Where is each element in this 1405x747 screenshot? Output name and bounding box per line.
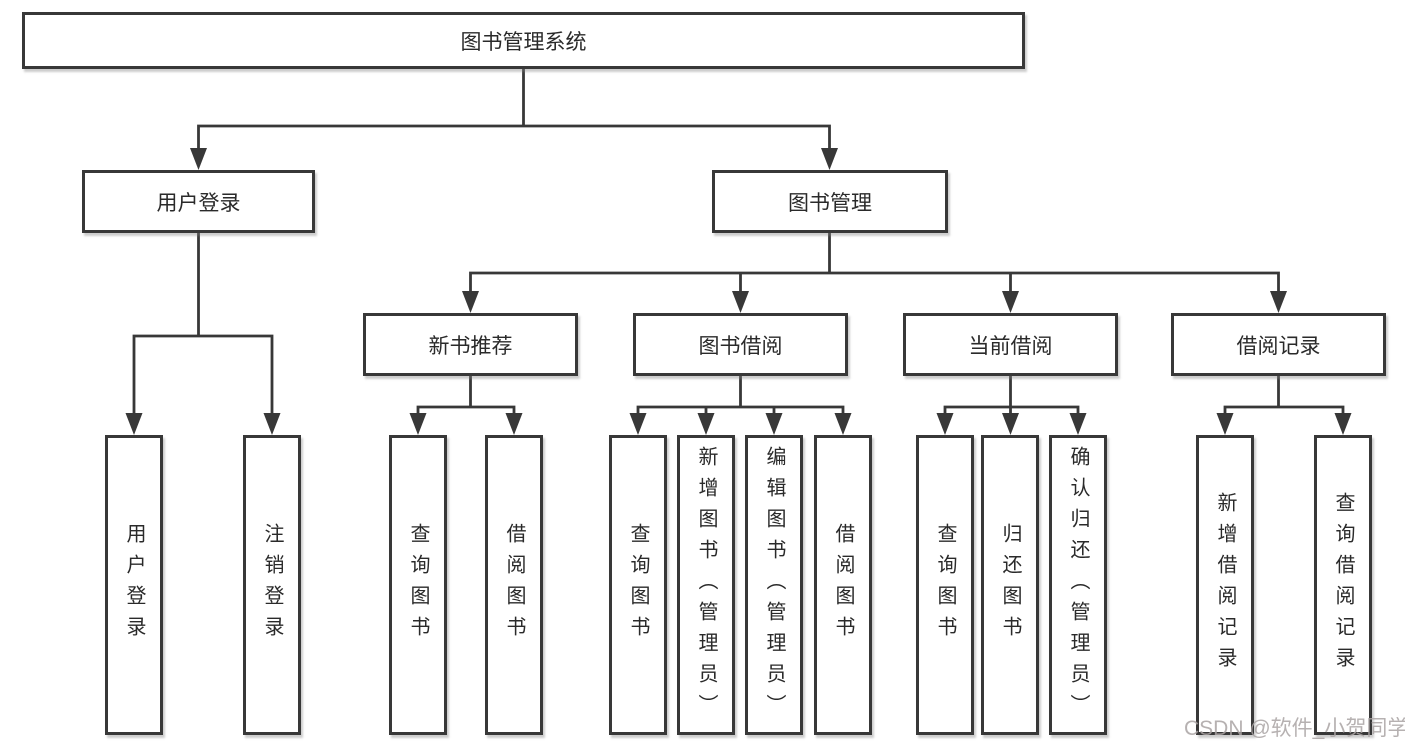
- node-label: 借阅记录: [1236, 334, 1321, 358]
- leaf-add-books-admin: 新增图书（管理员）: [677, 435, 735, 735]
- leaf-confirm-return-admin: 确认归还（管理员）: [1049, 435, 1107, 735]
- node-new-book-recommendation: 新书推荐: [363, 313, 578, 376]
- connectors-book-management: [462, 231, 1287, 313]
- leaf-logout: 注销登录: [243, 435, 301, 735]
- leaf-edit-books-admin: 编辑图书（管理员）: [745, 435, 803, 735]
- leaf-label: 新增借阅记录: [1214, 492, 1236, 678]
- leaf-borrow-books-recommend: 借阅图书: [485, 435, 543, 735]
- connectors-new-book-recommendation: [409, 374, 523, 435]
- leaf-query-borrow-record: 查询借阅记录: [1314, 435, 1372, 735]
- leaf-label: 查询图书: [407, 523, 429, 647]
- leaf-label: 查询图书: [627, 523, 649, 647]
- leaf-borrow-books-borrowing: 借阅图书: [814, 435, 872, 735]
- node-label: 图书管理: [788, 191, 872, 215]
- leaf-add-borrow-record: 新增借阅记录: [1196, 435, 1254, 735]
- connectors-book-borrowing: [629, 374, 852, 435]
- connectors-borrowing-records: [1216, 374, 1352, 435]
- node-library-management-system: 图书管理系统: [22, 12, 1025, 69]
- leaf-label: 编辑图书（管理员）: [763, 445, 785, 725]
- leaf-label: 归还图书: [999, 523, 1021, 647]
- leaf-label: 注销登录: [261, 523, 283, 647]
- node-book-borrowing: 图书借阅: [633, 313, 848, 376]
- node-label: 新书推荐: [428, 334, 513, 358]
- leaf-label: 借阅图书: [503, 523, 525, 647]
- leaf-label: 用户登录: [123, 523, 145, 647]
- leaf-label: 借阅图书: [832, 523, 854, 647]
- connectors-root: [190, 67, 838, 170]
- leaf-label: 查询借阅记录: [1332, 492, 1354, 678]
- node-label: 用户登录: [156, 191, 241, 215]
- leaf-query-books-recommend: 查询图书: [389, 435, 447, 735]
- csdn-watermark: CSDN @软件_小贺同学: [1184, 717, 1405, 740]
- leaf-label: 新增图书（管理员）: [695, 445, 717, 725]
- leaf-user-login: 用户登录: [105, 435, 163, 735]
- connectors-user-login: [125, 231, 281, 435]
- node-label: 图书管理系统: [460, 30, 587, 54]
- node-label: 当前借阅: [968, 334, 1053, 358]
- connectors-current-borrowing: [936, 374, 1087, 435]
- leaf-label: 确认归还（管理员）: [1067, 445, 1089, 725]
- node-borrowing-records: 借阅记录: [1171, 313, 1386, 376]
- leaf-return-books: 归还图书: [981, 435, 1039, 735]
- node-label: 图书借阅: [698, 334, 783, 358]
- node-user-login: 用户登录: [82, 170, 315, 233]
- node-current-borrowing: 当前借阅: [903, 313, 1118, 376]
- leaf-query-books-current: 查询图书: [916, 435, 974, 735]
- leaf-query-books-borrowing: 查询图书: [609, 435, 667, 735]
- leaf-label: 查询图书: [934, 523, 956, 647]
- node-book-management: 图书管理: [712, 170, 948, 233]
